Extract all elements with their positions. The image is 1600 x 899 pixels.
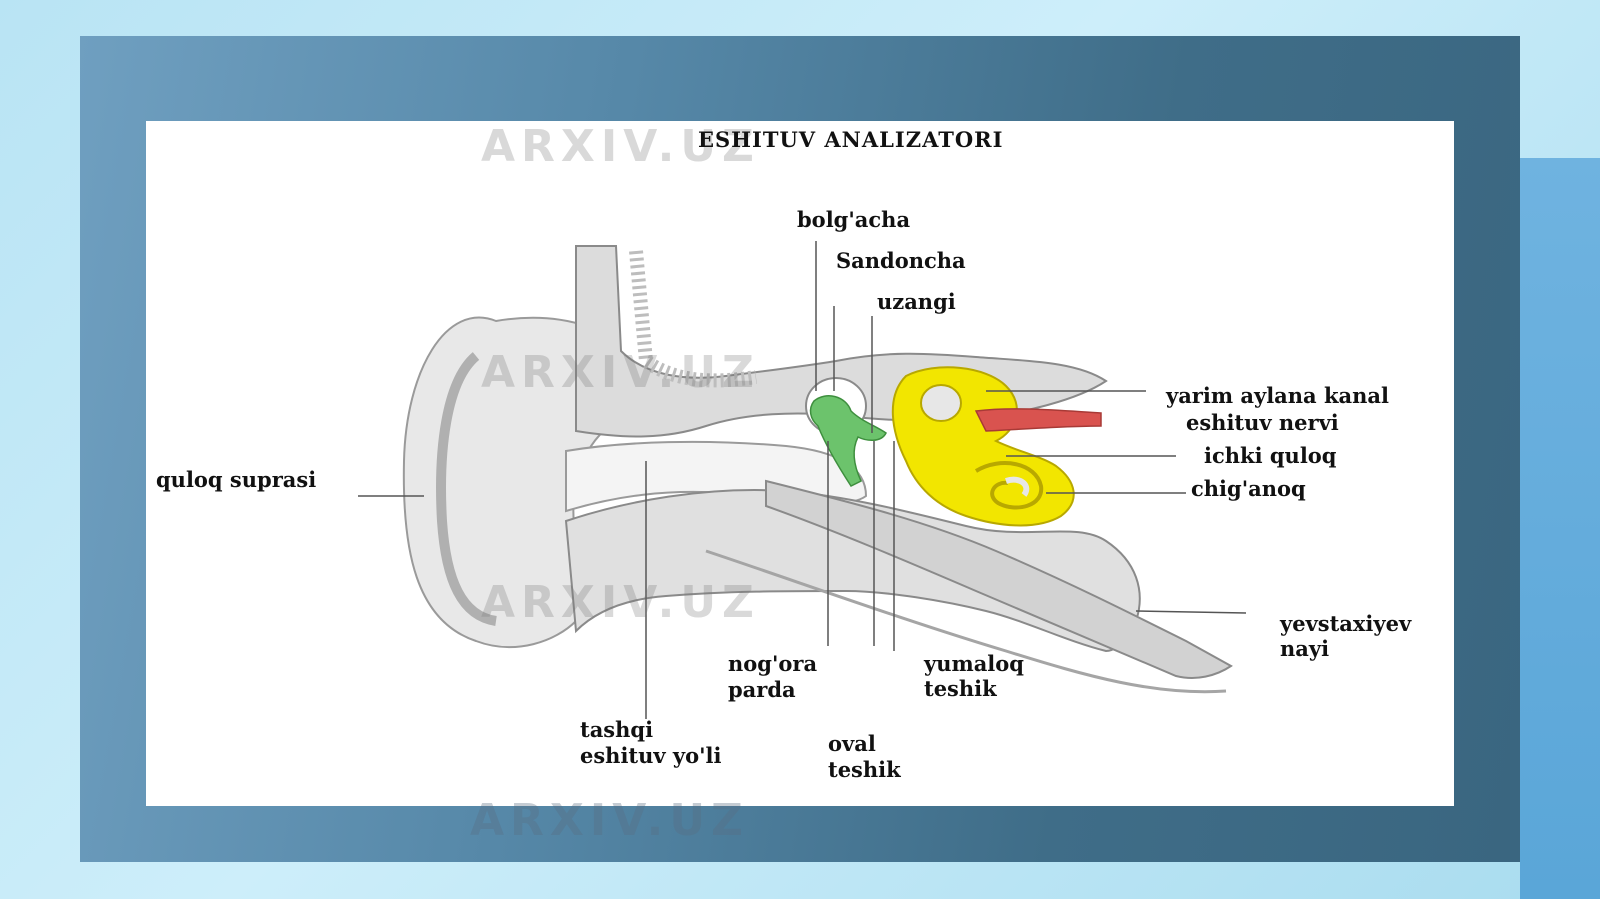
auditory-nerve bbox=[974, 408, 1102, 432]
semicircular-canal-inner bbox=[920, 384, 962, 422]
watermark-text: ARXIV.UZ bbox=[481, 121, 760, 172]
bone-texture-upper bbox=[629, 250, 758, 388]
watermark-text: ARXIV.UZ bbox=[470, 795, 749, 846]
diagram-panel: ARXIV.UZ ARXIV.UZ ARXIV.UZ ESHITUV ANALI… bbox=[146, 121, 1454, 806]
label-yumaloq-line1: yumaloq bbox=[924, 651, 1024, 676]
label-yevstaxiyev-line2: nayi bbox=[1280, 636, 1330, 661]
label-nogora-line2: parda bbox=[728, 677, 796, 702]
eustachian-tube-lower bbox=[705, 549, 1227, 694]
label-uzangi: uzangi bbox=[877, 289, 956, 314]
label-tashqi-line2: eshituv yo'li bbox=[580, 743, 722, 768]
label-oval-line2: teshik bbox=[828, 757, 901, 782]
diagram-title: ESHITUV ANALIZATORI bbox=[698, 127, 1004, 152]
auricle-fold bbox=[436, 352, 498, 626]
label-oval-line1: oval bbox=[828, 731, 876, 756]
ossicles-shape bbox=[809, 395, 887, 487]
label-bolgacha: bolg'acha bbox=[797, 207, 911, 232]
ear-anatomy-illustration bbox=[358, 241, 1247, 719]
leader-yevstaxiyev bbox=[1135, 610, 1247, 614]
watermark-text: ARXIV.UZ bbox=[481, 347, 760, 398]
leader-lines bbox=[358, 241, 1247, 719]
watermark-text: ARXIV.UZ bbox=[481, 577, 760, 628]
label-sandoncha: Sandoncha bbox=[836, 248, 966, 273]
label-tashqi-line1: tashqi bbox=[580, 717, 654, 742]
label-yarim-aylana-kanal: yarim aylana kanal bbox=[1166, 383, 1389, 408]
label-yumaloq-line2: teshik bbox=[924, 676, 997, 701]
label-chiganoq: chig'anoq bbox=[1191, 476, 1306, 501]
label-yevstaxiyev-line1: yevstaxiyev bbox=[1280, 611, 1412, 636]
label-nogora-line1: nog'ora bbox=[728, 651, 818, 676]
eustachian-tube bbox=[765, 479, 1233, 679]
label-quloq-suprasi: quloq suprasi bbox=[156, 467, 317, 492]
cochlea-spiral bbox=[974, 461, 1044, 510]
decorative-strip bbox=[1520, 158, 1600, 899]
label-ichki-quloq: ichki quloq bbox=[1204, 443, 1337, 468]
label-eshituv-nervi: eshituv nervi bbox=[1186, 410, 1339, 435]
cochlea-inner bbox=[1005, 476, 1030, 497]
